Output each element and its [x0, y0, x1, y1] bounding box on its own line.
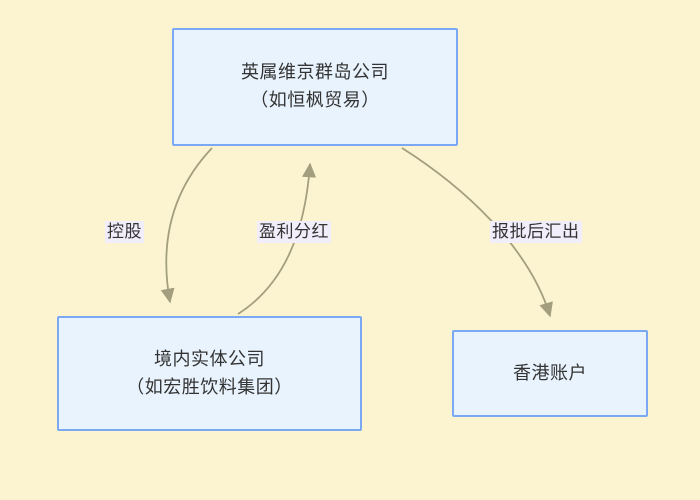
edge-label-holding: 控股 — [105, 221, 144, 244]
edge-label-dividend: 盈利分红 — [257, 221, 331, 244]
node-hkaccount-line1: 香港账户 — [513, 362, 587, 383]
edge-remit-path — [401, 147, 553, 318]
edge-label-remit: 报批后汇出 — [490, 221, 582, 244]
node-domestic-line2: （如宏胜饮料集团） — [126, 376, 293, 397]
node-bvi-company[interactable]: 英属维京群岛公司 （如恒枫贸易） — [172, 28, 458, 146]
edge-dividend-path — [237, 162, 317, 315]
edge-holding-path — [160, 147, 213, 304]
node-domestic-line1: 境内实体公司 — [154, 348, 265, 369]
node-hongkong-account[interactable]: 香港账户 — [452, 330, 648, 417]
node-domestic-entity[interactable]: 境内实体公司 （如宏胜饮料集团） — [57, 316, 362, 431]
node-bvi-line2: （如恒枫贸易） — [250, 90, 380, 110]
node-bvi-line1: 英属维京群岛公司 — [241, 62, 389, 83]
